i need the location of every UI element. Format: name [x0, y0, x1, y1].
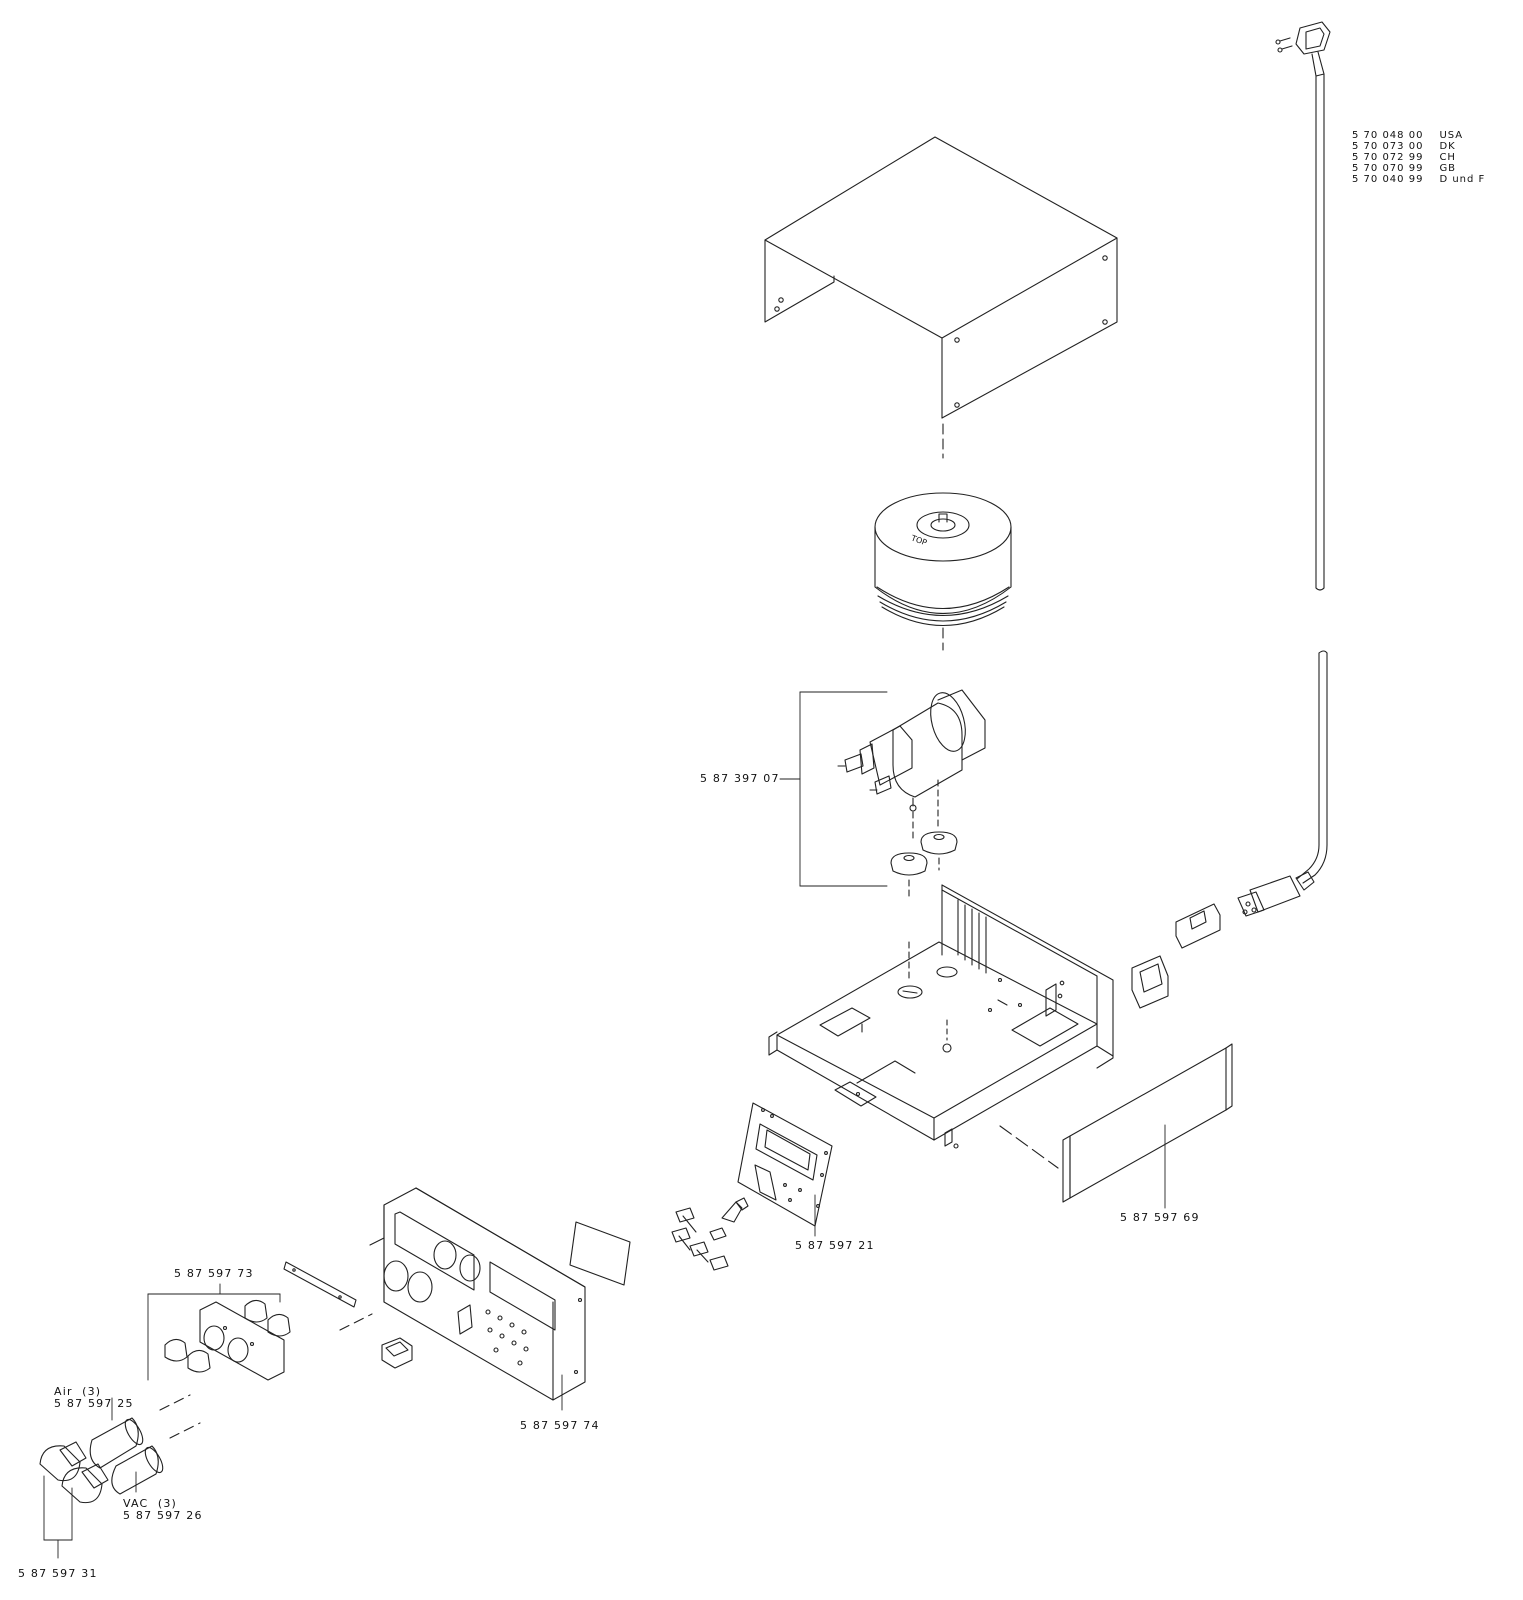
top-cover [765, 137, 1117, 458]
label-air-code: 5 87 597 25 [54, 1397, 134, 1410]
cable-code: 5 70 070 99 [1352, 163, 1424, 174]
label-connectors: 5 87 597 31 [18, 1567, 98, 1580]
cable-country: USA [1439, 130, 1464, 141]
cable-code-row: 5 70 040 99 D und F [1352, 174, 1491, 185]
connectors [40, 1442, 108, 1558]
socket-and-switch [1132, 904, 1220, 1008]
label-transformer-bracket: 5 87 397 07 [700, 772, 780, 785]
label-vac-title: VAC (3) [123, 1497, 178, 1510]
cable-country: GB [1439, 163, 1457, 174]
callout-bracket-pump [780, 692, 887, 886]
label-front-panel: 5 87 597 74 [520, 1419, 600, 1432]
rear-plate [1000, 1044, 1232, 1208]
cable-code: 5 70 040 99 [1352, 174, 1424, 185]
rubber-strip [284, 1262, 356, 1307]
cable-code: 5 70 072 99 [1352, 152, 1424, 163]
label-sticker [570, 1222, 630, 1285]
rubber-feet [891, 832, 957, 900]
cable-code-row: 5 70 070 99 GB [1352, 163, 1491, 174]
chassis [769, 885, 1113, 1148]
label-display-board: 5 87 597 21 [795, 1239, 875, 1252]
cable-code: 5 70 073 00 [1352, 141, 1424, 152]
cable-country: D und F [1439, 174, 1486, 185]
label-knob-set: 5 87 597 73 [174, 1267, 254, 1280]
cable-code-row: 5 70 072 99 CH [1352, 152, 1491, 163]
label-air-title: Air (3) [54, 1385, 102, 1398]
screws-and-leds [672, 1198, 748, 1270]
iec-cable [1238, 651, 1327, 916]
rocker-switch [382, 1338, 412, 1368]
pump-assembly [838, 689, 985, 840]
power-plug-cable [1276, 22, 1330, 590]
knob-plate [148, 1284, 372, 1380]
display-board [738, 1103, 832, 1236]
cable-country: DK [1439, 141, 1456, 152]
front-panel [370, 1188, 585, 1410]
cable-code-table: 5 70 048 00 USA 5 70 073 00 DK 5 70 072 … [1352, 130, 1491, 185]
label-rear-plate: 5 87 597 69 [1120, 1211, 1200, 1224]
air-vac-fittings [90, 1395, 200, 1494]
cable-code-row: 5 70 048 00 USA [1352, 130, 1491, 141]
cable-code-row: 5 70 073 00 DK [1352, 141, 1491, 152]
cable-code: 5 70 048 00 [1352, 130, 1424, 141]
toroid-transformer [875, 493, 1011, 650]
label-vac-code: 5 87 597 26 [123, 1509, 203, 1522]
cable-country: CH [1439, 152, 1456, 163]
